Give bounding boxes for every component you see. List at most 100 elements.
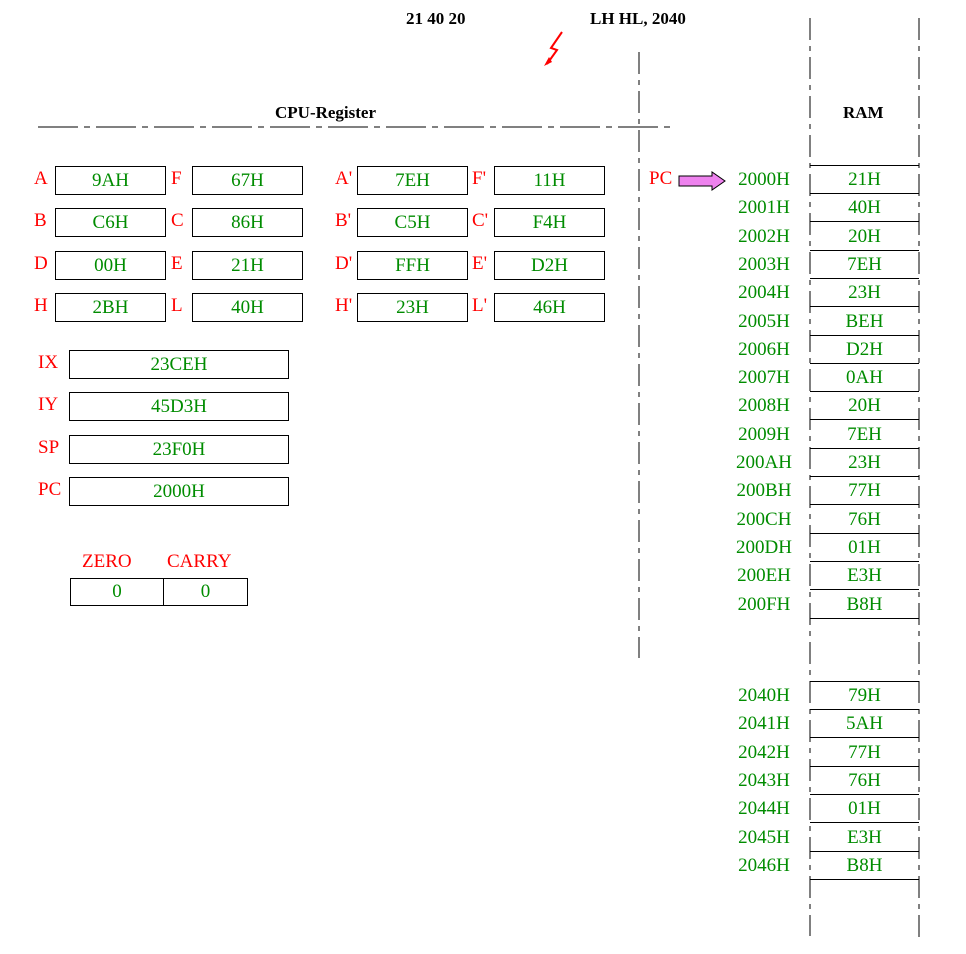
register16-value: 2000H (69, 477, 289, 506)
register-value: 23H (357, 293, 468, 322)
ram-address: 2043H (738, 769, 790, 791)
register-label: D' (335, 253, 353, 274)
ram-cell: 01H (810, 795, 919, 824)
ram-left-border (809, 18, 811, 936)
register-value: D2H (494, 251, 605, 280)
register-value: FFH (357, 251, 468, 280)
register-value: 11H (494, 166, 605, 195)
register-value: F4H (494, 208, 605, 237)
ram-cell: 21H (810, 166, 919, 194)
ram-address: 2002H (738, 225, 790, 247)
register-value: 86H (192, 208, 303, 237)
register-label: B (34, 210, 47, 231)
register-value: 2BH (55, 293, 166, 322)
ram-cell: B8H (810, 591, 919, 619)
ram-address: 2042H (738, 741, 790, 763)
ram-cell: 79H (810, 682, 919, 710)
register-value: 40H (192, 293, 303, 322)
register-label: E' (472, 253, 488, 274)
register-value: C6H (55, 208, 166, 237)
ram-address: 2046H (738, 854, 790, 876)
ram-cell: 0AH (810, 364, 919, 393)
ram-cell: 40H (810, 194, 919, 223)
register-label: F' (472, 168, 486, 189)
ram-cell: 77H (810, 739, 919, 767)
register-value: 9AH (55, 166, 166, 195)
register-label: E (171, 253, 183, 274)
ram-address: 2045H (738, 826, 790, 848)
ram-title: RAM (843, 103, 884, 122)
pc-pointer-label: PC (649, 168, 673, 189)
ram-address: 2001H (738, 197, 790, 219)
ram-address: 200FH (737, 593, 791, 615)
register-label: H' (335, 295, 353, 316)
register16-label: SP (38, 437, 60, 458)
register-label: F (171, 168, 182, 189)
section-divider (638, 52, 640, 658)
cpu-register-title: CPU-Register (275, 103, 377, 122)
ram-cell: 23H (810, 279, 919, 308)
ram-address: 200AH (736, 452, 792, 473)
ram-cell: E3H (810, 824, 919, 852)
register-label: B' (335, 210, 352, 231)
ram-address: 2004H (738, 282, 790, 304)
register-label: L (171, 295, 183, 316)
register-value: 46H (494, 293, 605, 322)
ram-address: 2003H (738, 253, 790, 275)
ram-cell: 7EH (810, 251, 919, 279)
ram-cell: BEH (810, 308, 919, 336)
ram-cell: 7EH (810, 421, 919, 449)
ram-address: 2041H (738, 713, 790, 735)
register-label: A (34, 168, 48, 189)
register16-value: 23CEH (69, 350, 289, 379)
ram-right-border (918, 18, 920, 940)
flag-zero-label: ZERO (82, 551, 132, 572)
ram-cell: 76H (810, 767, 919, 795)
ram-cell: B8H (810, 852, 919, 880)
ram-address: 200DH (736, 536, 792, 558)
register-value: 7EH (357, 166, 468, 195)
register-label: D (34, 253, 48, 274)
ram-address: 200CH (736, 508, 792, 530)
register-value: C5H (357, 208, 468, 237)
ram-cell: 20H (810, 223, 919, 251)
register-label: A' (335, 168, 353, 189)
register-value: 67H (192, 166, 303, 195)
ram-cell: 01H (810, 534, 919, 562)
register-label: C' (472, 210, 489, 231)
ram-cell: 20H (810, 392, 919, 421)
register16-value: 45D3H (69, 392, 289, 421)
ram-address: 2008H (738, 395, 790, 417)
flag-carry-label: CARRY (167, 551, 232, 572)
register16-label: IY (38, 394, 59, 415)
register-value: 00H (55, 251, 166, 280)
ram-address: 200BH (736, 480, 792, 502)
register-label: L' (472, 295, 488, 316)
register16-value: 23F0H (69, 435, 289, 464)
ram-address: 200EH (737, 565, 791, 587)
cpu-divider (38, 126, 674, 128)
ram-cell: 23H (810, 449, 919, 477)
ram-cell: 77H (810, 477, 919, 506)
ram-cell: D2H (810, 336, 919, 364)
instruction-mnemonic: LH HL, 2040 (590, 9, 686, 28)
register16-label: PC (38, 479, 62, 500)
ram-cell: 76H (810, 506, 919, 534)
register-label: C (171, 210, 184, 231)
ram-cell: 5AH (810, 710, 919, 739)
ram-address: 2009H (738, 423, 790, 445)
pc-arrow-icon (678, 171, 726, 191)
flag-carry-value: 0 (163, 578, 248, 606)
register-label: H (34, 295, 48, 316)
ram-cell: E3H (810, 562, 919, 591)
ram-block1-top (810, 165, 919, 166)
register-value: 21H (192, 251, 303, 280)
ram-address: 2006H (738, 338, 790, 360)
lightning-icon (544, 31, 563, 66)
ram-address: 2005H (738, 310, 790, 332)
ram-address: 2040H (738, 685, 790, 706)
instruction-hex: 21 40 20 (406, 9, 466, 28)
ram-address: 2007H (738, 367, 790, 389)
ram-address: 2000H (738, 169, 790, 190)
ram-block2-top (810, 681, 919, 682)
